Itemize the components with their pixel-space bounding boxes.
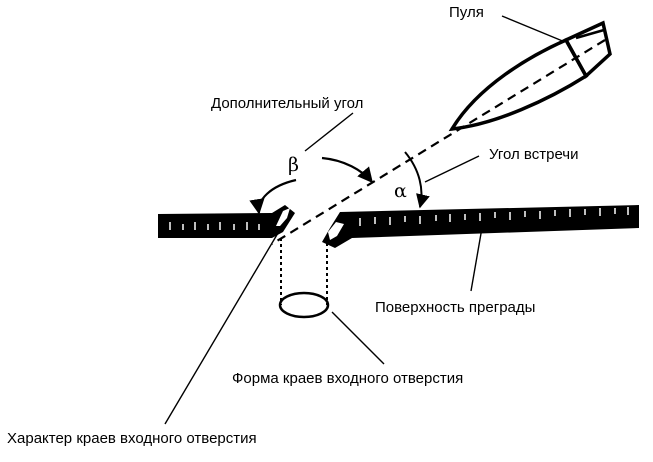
leader-hole-shape [331,311,385,365]
hole-edge-character-label: Характер краев входного отверстия [7,430,257,447]
hole-ellipse [278,291,330,319]
meeting-angle-label: Угол встречи [489,146,578,163]
beta-symbol: β [288,154,299,176]
trajectory-line [271,39,606,245]
leader-hole-character [164,232,279,425]
beta-angle-arc [249,178,297,215]
alpha-angle-arc [404,151,430,209]
leader-surface [470,221,484,292]
bullet-shape [448,20,612,132]
leader-meeting-angle [424,155,480,183]
obstacle-right-slab [322,205,639,248]
additional-angle-label: Дополнительный угол [211,95,363,112]
leader-bullet [501,15,566,43]
obstacle-surface-label: Поверхность преграды [375,299,535,316]
bullet-label: Пуля [449,4,484,21]
beta-angle-arc-right [321,156,373,184]
alpha-symbol: α [394,180,407,202]
hole-edge-shape-label: Форма краев входного отверстия [232,370,463,387]
leader-additional-angle [304,112,354,152]
obstacle-left-slab [158,205,295,238]
